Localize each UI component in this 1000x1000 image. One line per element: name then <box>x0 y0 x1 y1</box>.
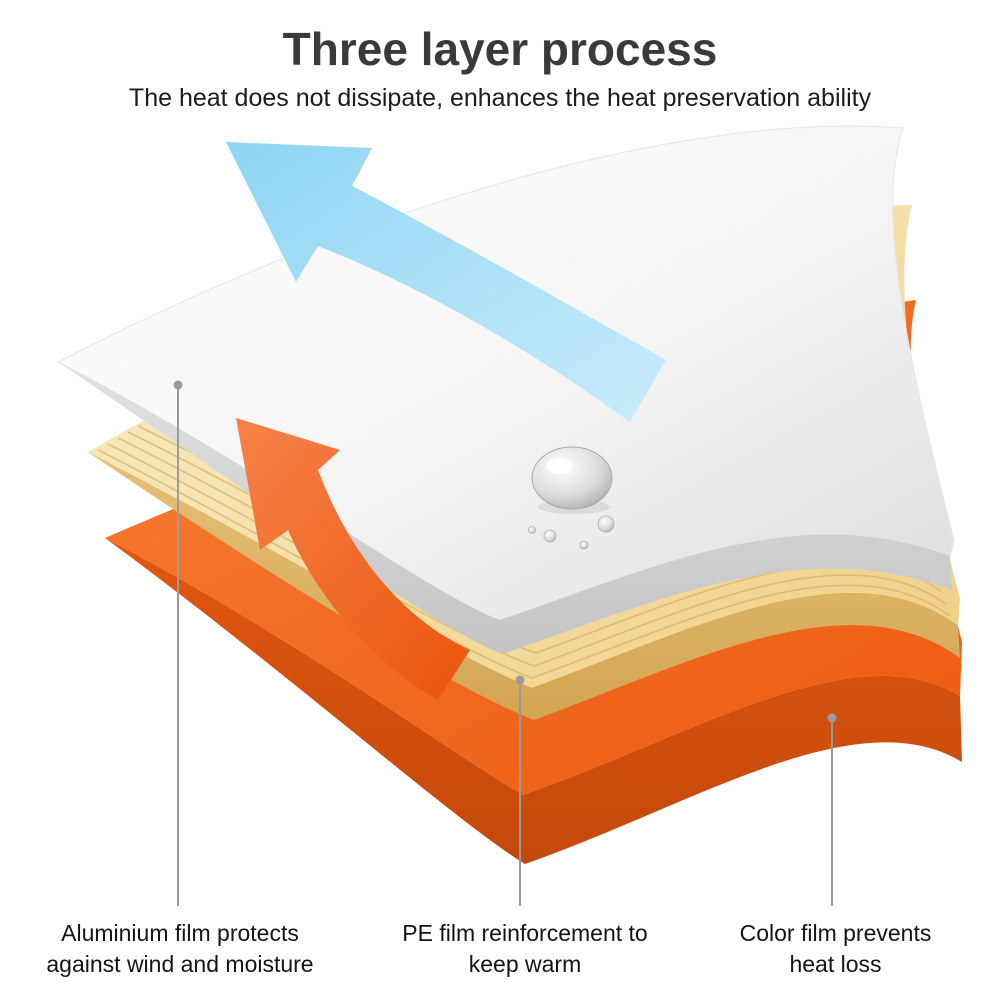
heat-arrow-icon <box>236 418 470 700</box>
label-pe-film: PE film reinforcement to keep warm <box>402 920 648 977</box>
page-subtitle: The heat does not dissipate, enhances th… <box>128 84 872 112</box>
label-aluminium-film: Aluminium film protects against wind and… <box>46 920 314 977</box>
leader-lines <box>173 380 837 906</box>
aluminium-top-face <box>56 125 955 621</box>
heat-reflect-arrow-icon <box>226 142 666 422</box>
color-film-front-edge <box>105 538 962 864</box>
label-color-film: Color film prevents heat loss <box>739 920 932 977</box>
page-title: Three layer process <box>282 23 718 75</box>
water-droplet-icon <box>528 446 615 550</box>
aluminium-film-layer <box>56 125 955 654</box>
